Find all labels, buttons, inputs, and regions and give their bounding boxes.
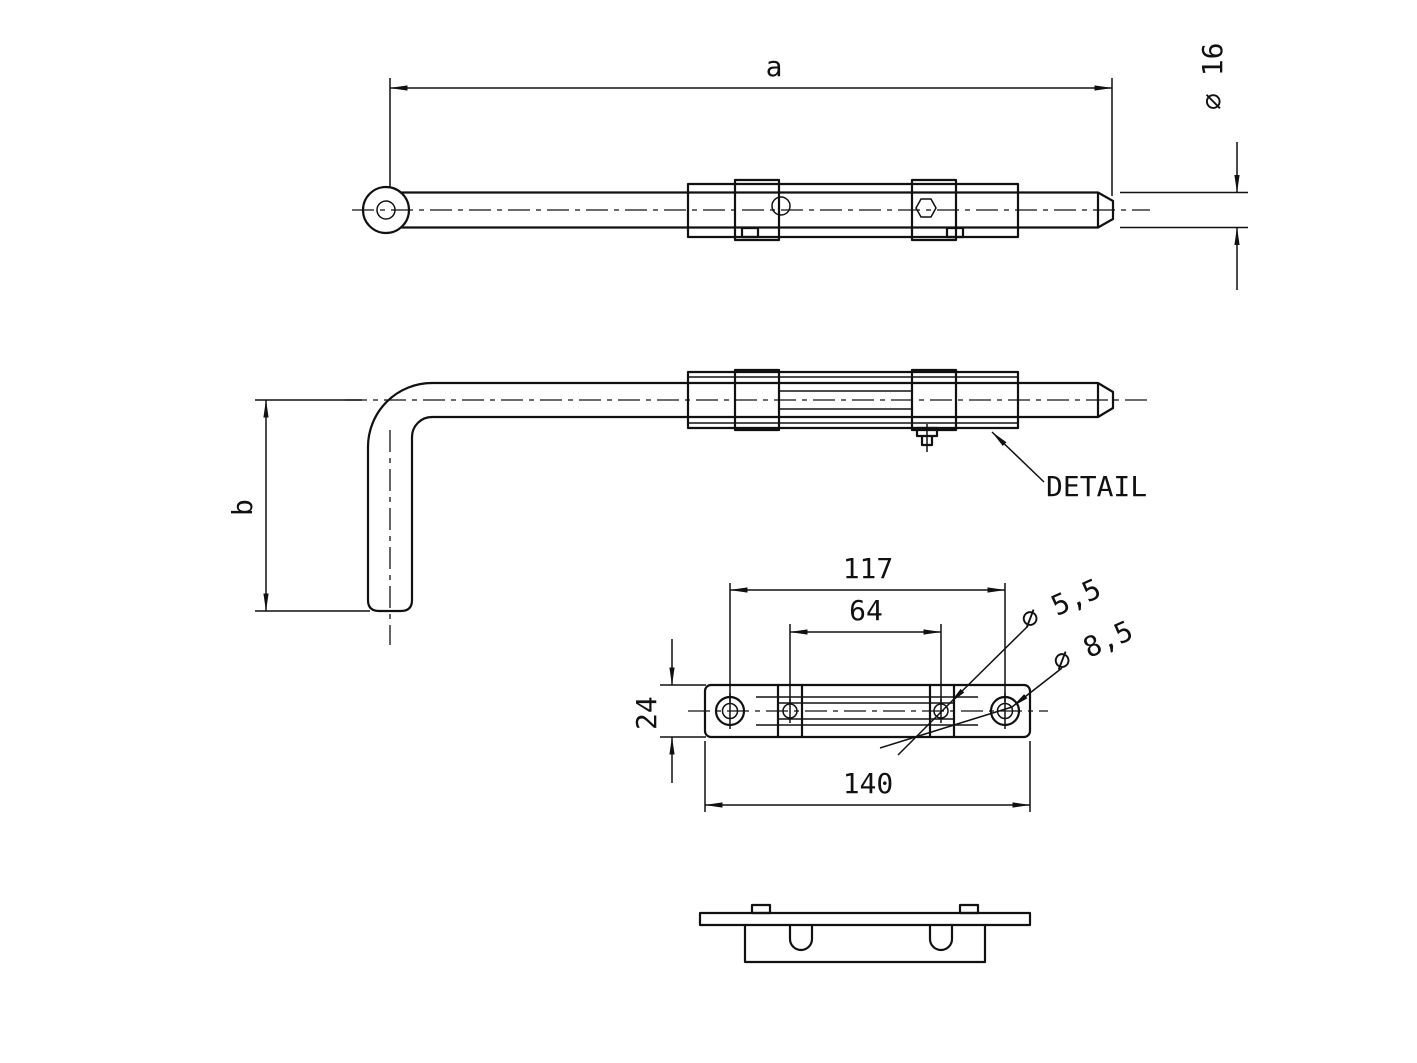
dimension-b: b — [226, 399, 370, 612]
bottom-body — [743, 923, 987, 964]
dimension-24: 24 — [630, 639, 706, 783]
hole-center-ticks — [729, 693, 1006, 729]
detail-label: DETAIL — [1046, 470, 1147, 503]
plate-outline — [703, 683, 1032, 739]
dimension-a-extension-lines — [389, 78, 1113, 196]
spring-lines — [779, 390, 912, 410]
dim-64-label: 64 — [849, 594, 883, 627]
guide-bracket-left-side — [733, 368, 781, 432]
plate-inner-lines — [756, 696, 978, 726]
dim-24-label: 24 — [630, 696, 663, 730]
dimension-117: 117 — [729, 552, 1006, 702]
guide-bracket-left — [733, 178, 781, 242]
dim-small-hole-label: ⌀ 5,5 — [1015, 572, 1105, 636]
detail-callout: DETAIL — [991, 431, 1147, 503]
dimension-24-extension-lines — [660, 684, 706, 738]
dim-117-label: 117 — [843, 552, 894, 585]
dim-b-label: b — [226, 499, 259, 516]
plate-tab-left — [740, 226, 760, 239]
plate-strip-bottom-view — [698, 911, 1032, 927]
dim-rod-diameter-label: ⌀ 16 — [1196, 43, 1229, 110]
dimension-rod-diameter: ⌀ 16 — [1120, 43, 1248, 290]
top-view: a ⌀ 16 — [352, 43, 1248, 290]
dimension-64: 64 — [789, 594, 942, 702]
bottom-tab-right — [958, 903, 980, 915]
handle-bend — [366, 381, 434, 449]
dim-large-hole-label: ⌀ 8,5 — [1047, 614, 1137, 678]
dimension-140-extension-lines — [704, 741, 1031, 812]
bottom-tab-left — [750, 903, 772, 915]
bracket-edges-plan — [776, 683, 956, 739]
side-view: b DETAIL — [226, 368, 1150, 645]
leader-large-hole: ⌀ 8,5 — [879, 614, 1138, 749]
dimension-64-extension-lines — [789, 624, 942, 702]
rod-end-cap-hole — [376, 200, 396, 220]
dimension-b-extension-lines — [255, 399, 370, 612]
dim-140-label: 140 — [843, 767, 894, 800]
bottom-notch-right — [928, 923, 954, 952]
plan-view: 117 64 24 140 ⌀ 5,5 — [630, 552, 1138, 812]
guide-bracket-right — [910, 178, 958, 242]
guide-bracket-right-side — [910, 368, 958, 432]
bottom-view — [698, 903, 1032, 964]
dimension-d16-extension-lines — [1120, 191, 1248, 229]
bolt-rod-side — [430, 381, 1115, 419]
dim-a-label: a — [766, 50, 783, 83]
bolt-rod — [400, 191, 1115, 229]
detail-leader-line — [991, 431, 1045, 483]
lock-screw — [915, 426, 939, 447]
bottom-notch-left — [788, 923, 814, 952]
handle-leg — [366, 435, 414, 613]
hex-nut — [915, 198, 937, 218]
rod-end-cap — [361, 185, 411, 235]
plate-fold-lines — [688, 376, 1018, 424]
leader-small-hole-tail — [897, 702, 951, 756]
leader-large-hole-tail — [879, 706, 1013, 749]
leader-large-hole-line — [1011, 667, 1063, 708]
mounting-plate-edge — [686, 182, 1020, 239]
mounting-plate-side — [686, 370, 1020, 430]
spring-pin — [771, 196, 791, 216]
dimension-117-extension-lines — [729, 583, 1006, 702]
dimension-140: 140 — [704, 741, 1031, 812]
leader-small-hole-line — [949, 625, 1029, 704]
dimension-a: a — [389, 50, 1113, 196]
